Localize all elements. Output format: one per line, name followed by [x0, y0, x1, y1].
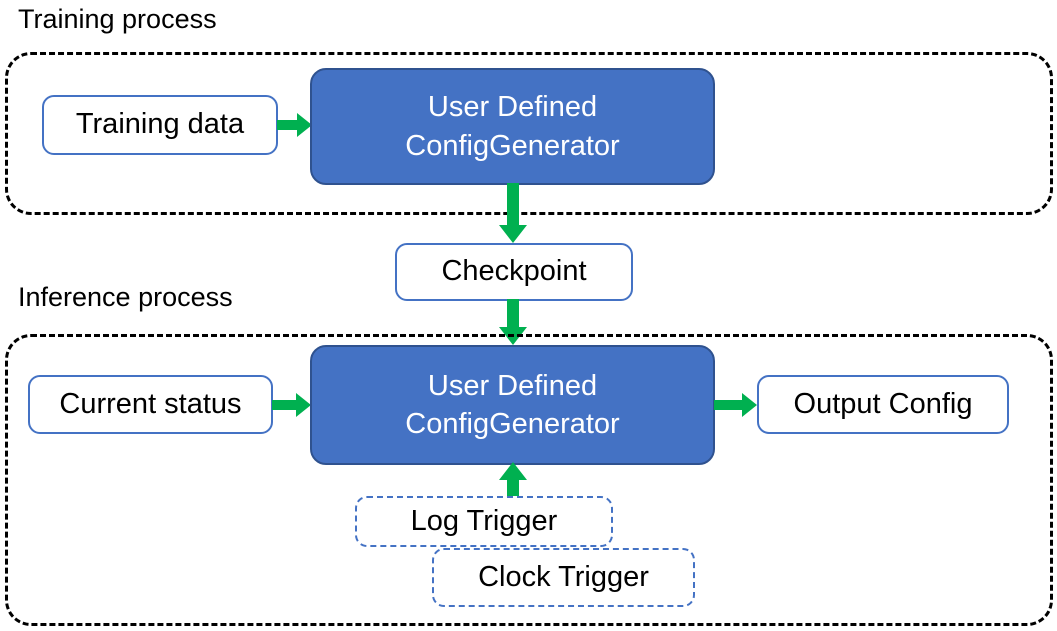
arrow-current-status-to-generator	[272, 390, 312, 425]
node-clock-trigger[interactable]: Clock Trigger	[432, 548, 695, 607]
arrow-checkpoint-to-generator	[497, 299, 529, 352]
generator-label-line2: ConfigGenerator	[405, 408, 620, 440]
inference-process-title: Inference process	[18, 282, 233, 312]
generator-label-line1: User Defined	[427, 369, 598, 402]
arrow-generator-to-output-config	[714, 390, 758, 425]
arrow-generator-to-checkpoint	[497, 183, 529, 250]
node-user-defined-config-generator-training[interactable]: User Defined ConfigGenerator	[310, 68, 715, 185]
node-current-status[interactable]: Current status	[28, 375, 273, 434]
node-output-config[interactable]: Output Config	[757, 375, 1009, 434]
training-process-group	[5, 52, 1053, 215]
node-log-trigger[interactable]: Log Trigger	[355, 496, 613, 547]
generator-label-line2: ConfigGenerator	[405, 129, 620, 162]
training-process-title: Training process	[18, 4, 217, 34]
generator-label-line1: User Defined	[427, 91, 598, 124]
arrow-triggers-to-generator	[497, 462, 529, 507]
arrow-training-data-to-generator	[277, 110, 313, 145]
node-checkpoint[interactable]: Checkpoint	[395, 243, 633, 301]
node-user-defined-config-generator-inference[interactable]: User Defined ConfigGenerator	[310, 345, 715, 465]
node-training-data[interactable]: Training data	[42, 95, 278, 155]
inference-process-group	[5, 334, 1053, 626]
